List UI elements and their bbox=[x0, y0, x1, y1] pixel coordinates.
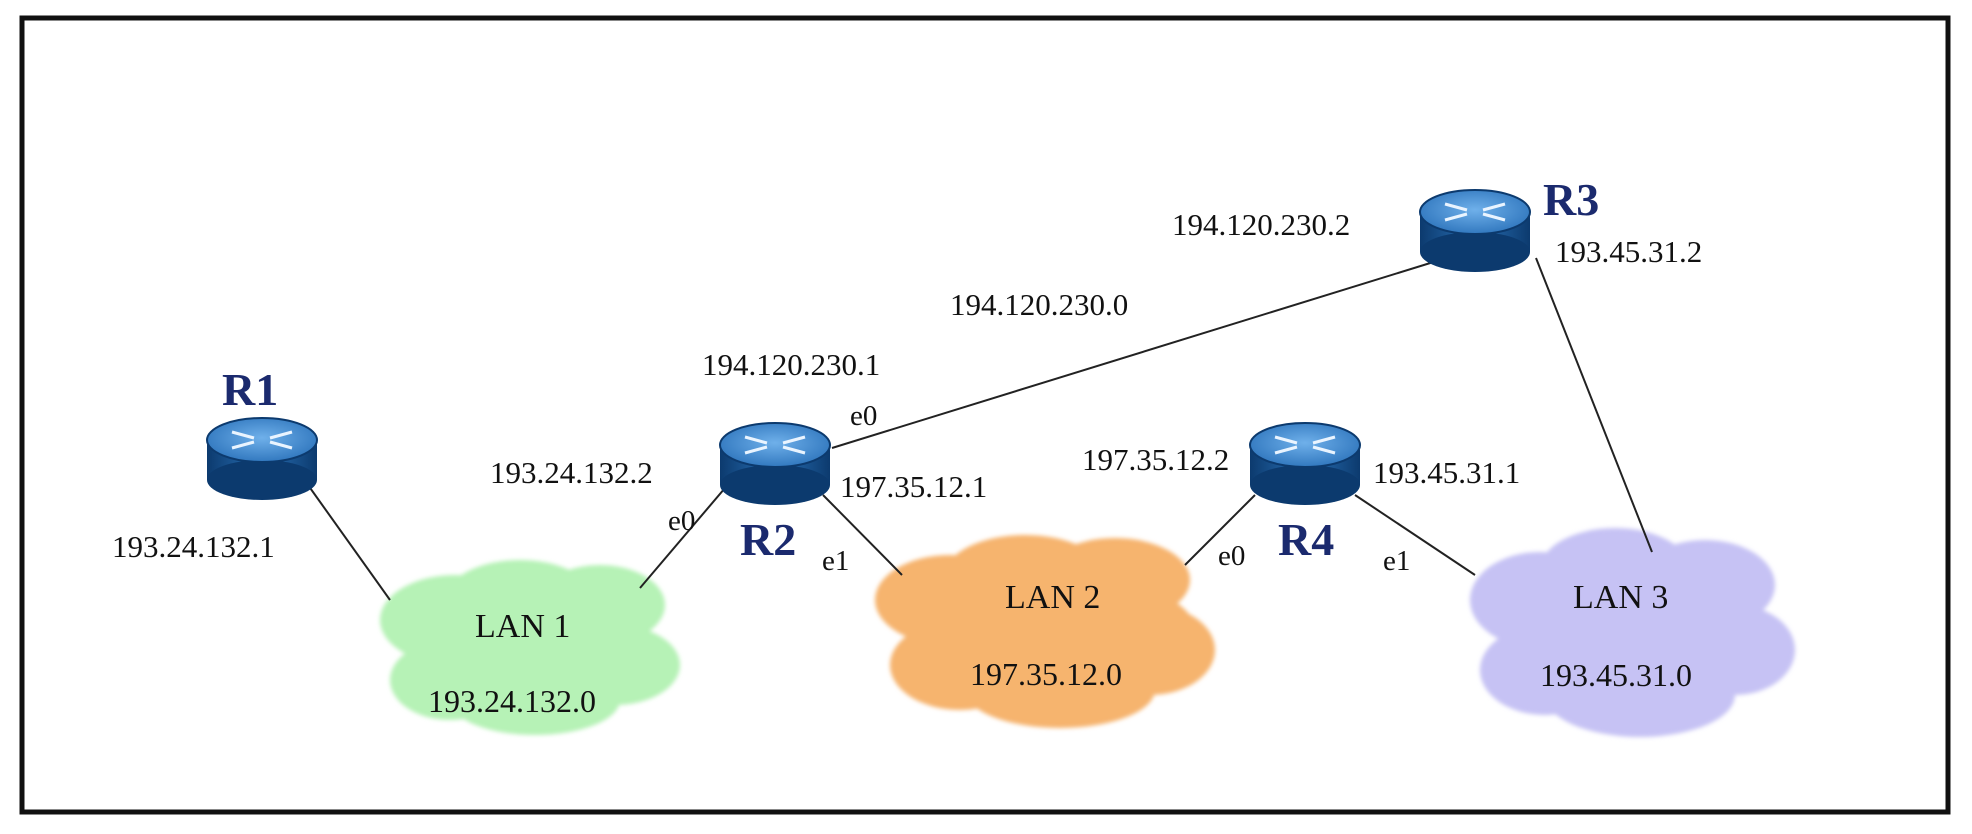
router-r2-label: R2 bbox=[740, 514, 796, 565]
router-r4-label: R4 bbox=[1278, 514, 1334, 565]
iface-r4-e0-lan2: e0 bbox=[1218, 540, 1245, 572]
link-r1-lan1 bbox=[307, 484, 391, 601]
link-r2-lan2 bbox=[822, 494, 903, 576]
ip-r2-lan1: 193.24.132.2 bbox=[490, 455, 653, 490]
iface-r2-e0-lan1: e0 bbox=[668, 505, 695, 537]
link-r2-lan1 bbox=[639, 487, 726, 589]
ip-r3-r2: 194.120.230.2 bbox=[1172, 207, 1350, 242]
router-r2[interactable] bbox=[719, 422, 831, 505]
ip-r2-lan2: 197.35.12.1 bbox=[840, 469, 987, 504]
router-r3[interactable] bbox=[1419, 189, 1531, 272]
router-arrows-icon bbox=[1274, 435, 1336, 455]
lan3-network: 193.45.31.0 bbox=[1540, 657, 1692, 693]
lan3-cloud: LAN 3 193.45.31.0 bbox=[1470, 528, 1795, 737]
iface-r4-e1-lan3: e1 bbox=[1383, 545, 1410, 577]
link-r4-lan3 bbox=[1354, 494, 1476, 576]
router-r1-label: R1 bbox=[222, 364, 278, 415]
ip-r4-lan3: 193.45.31.1 bbox=[1373, 455, 1520, 490]
router-r3-label: R3 bbox=[1543, 174, 1599, 225]
lan1-network: 193.24.132.0 bbox=[428, 683, 596, 719]
router-r4[interactable] bbox=[1249, 422, 1361, 505]
iface-r2-e1-lan2: e1 bbox=[822, 545, 849, 577]
ip-r3-lan3: 193.45.31.2 bbox=[1555, 234, 1702, 269]
link-r2-r3 bbox=[831, 259, 1441, 449]
router-arrows-icon bbox=[231, 430, 293, 450]
router-arrows-icon bbox=[744, 435, 806, 455]
lan2-network: 197.35.12.0 bbox=[970, 656, 1122, 692]
router-r1[interactable] bbox=[206, 417, 318, 500]
ip-r2-r3: 194.120.230.1 bbox=[702, 347, 880, 382]
lan1-name: LAN 1 bbox=[475, 608, 570, 645]
router-arrows-icon bbox=[1444, 202, 1506, 222]
lan2-cloud: LAN 2 197.35.12.0 bbox=[875, 535, 1215, 728]
net-r2-r3: 194.120.230.0 bbox=[950, 287, 1128, 322]
ip-r4-lan2: 197.35.12.2 bbox=[1082, 442, 1229, 477]
lan2-name: LAN 2 bbox=[1005, 579, 1100, 616]
iface-r2-e0-r3: e0 bbox=[850, 400, 877, 432]
link-r3-lan3 bbox=[1535, 257, 1653, 553]
lan3-name: LAN 3 bbox=[1573, 579, 1668, 616]
ip-r1-lan1: 193.24.132.1 bbox=[112, 529, 275, 564]
lan1-cloud: LAN 1 193.24.132.0 bbox=[380, 560, 680, 735]
link-r4-lan2 bbox=[1184, 494, 1256, 566]
